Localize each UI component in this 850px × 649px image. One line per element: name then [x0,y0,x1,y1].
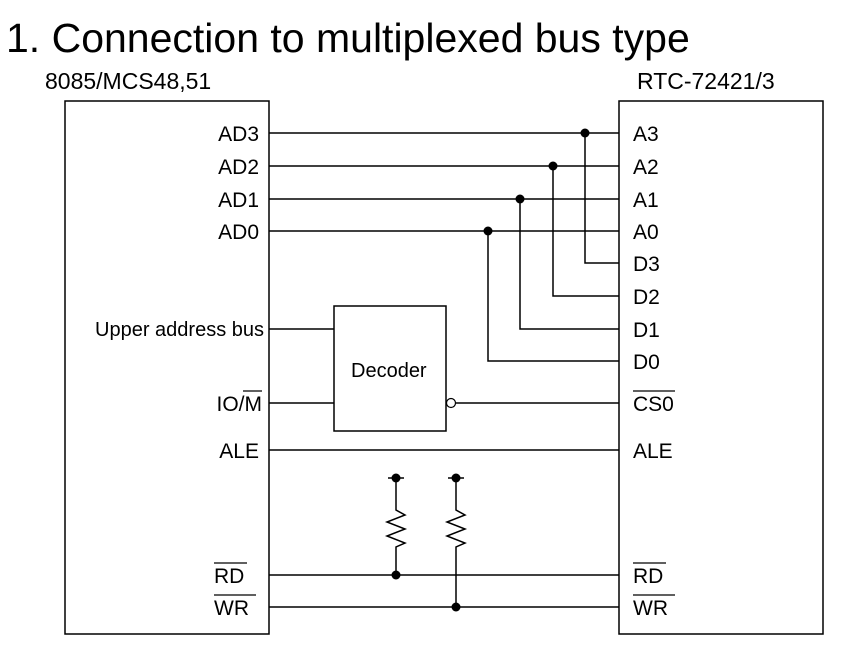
rtc-pin-d1: D1 [633,319,660,342]
page-title: 1. Connection to multiplexed bus type [6,15,690,61]
decoder-label: Decoder [351,360,427,382]
rtc-pin-d3: D3 [633,253,660,276]
junction-dot-icon [548,161,558,171]
decoder-block [333,305,447,432]
wire-ad1-d1 [519,199,619,330]
rtc-pin-d2: D2 [633,286,660,309]
cpu-pin-ale: ALE [219,440,259,463]
rtc-pin-rd: RD [633,565,664,588]
junction-dot-icon [451,602,461,612]
rtc-pin-a1: A1 [633,189,659,212]
cpu-pin-ad0: AD0 [218,221,259,244]
cpu-pin-io-m: IO/M [216,394,262,415]
cpu-pin-ad1: AD1 [218,189,259,212]
rtc-pin-d0: D0 [633,351,660,374]
cpu-label: 8085/MCS48,51 [45,68,212,94]
cpu-block [64,100,270,635]
rtc-block [618,100,824,635]
resistor-icon [444,478,468,607]
cpu-pin-upper-address-bus: Upper address bus [95,319,264,341]
rtc-pin-wr: WR [633,597,668,620]
junction-dot-icon [515,194,525,204]
junction-dot-icon [483,226,493,236]
inversion-bubble-icon [445,397,457,409]
rtc-label: RTC-72421/3 [637,68,775,94]
rtc-pin-a0: A0 [633,221,659,244]
rtc-pin-a3: A3 [633,123,659,146]
wire-ad0-d0 [487,231,619,362]
wire-ad2-d2 [552,166,619,297]
cpu-pin-ad3: AD3 [218,123,259,146]
rtc-pin-a2: A2 [633,156,659,179]
cpu-pin-io-m-prefix: IO/ [216,393,245,416]
rtc-pin-cs0: CS0 [633,393,674,416]
cpu-pin-io-m-suffix: M [244,393,263,416]
rtc-pin-ale: ALE [633,440,673,463]
junction-dot-icon [580,128,590,138]
cpu-pin-rd: RD [214,565,245,588]
cpu-pin-wr: WR [214,597,249,620]
junction-dot-icon [391,570,401,580]
wire-ad3-d3 [584,133,619,264]
cpu-pin-ad2: AD2 [218,156,259,179]
junction-dot-icon [451,473,461,483]
resistor-icon [384,478,408,575]
junction-dot-icon [391,473,401,483]
